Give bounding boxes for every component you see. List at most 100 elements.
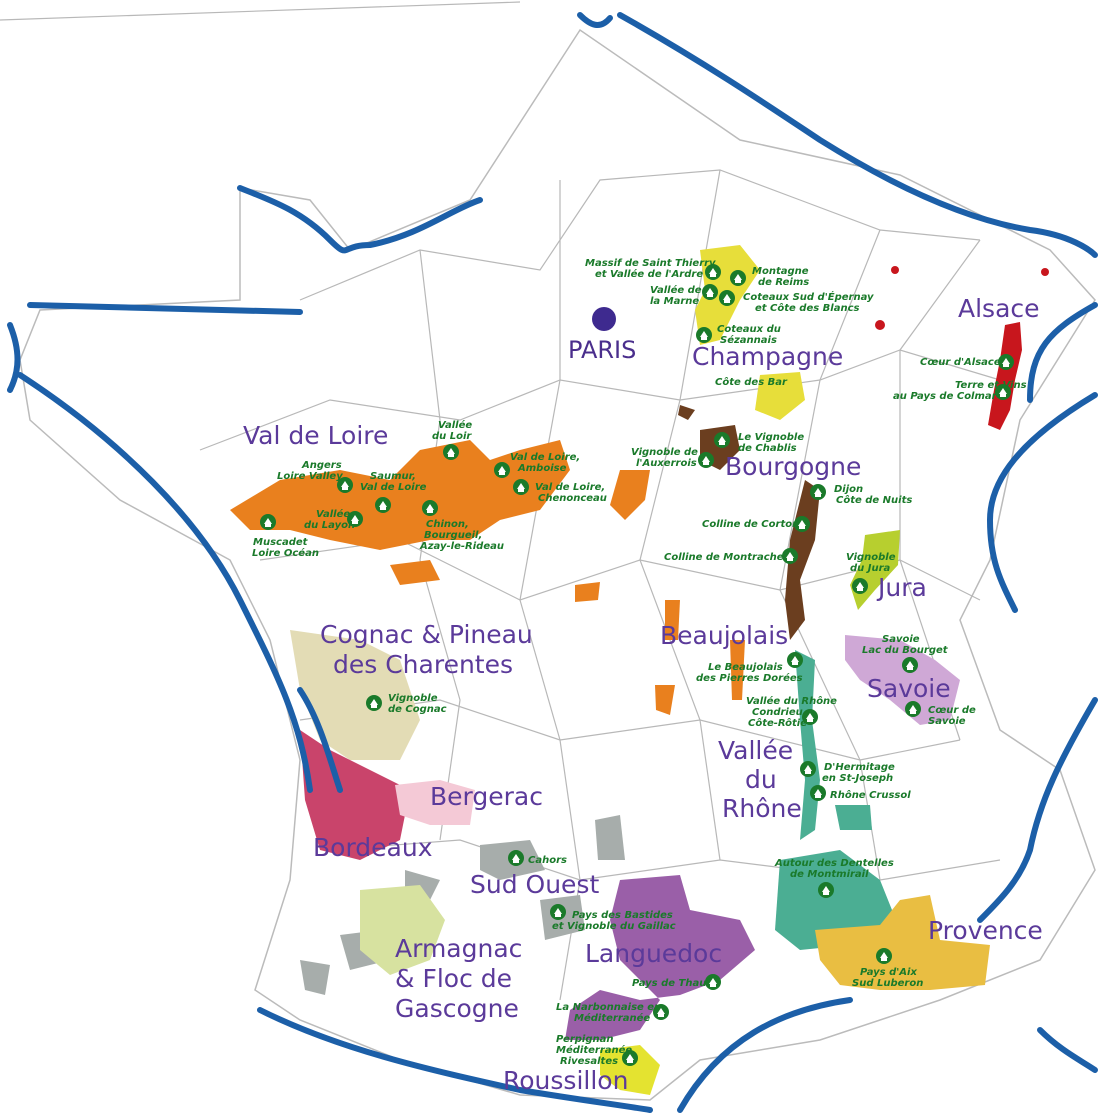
site-loire-4: Val de Loire,Amboise [510,452,580,474]
pin-icon [702,284,718,300]
pin-icon [347,511,363,527]
area-bergerac [395,780,475,825]
label-armagnac-2: & Floc de [395,964,512,993]
label-cognac-2: des Charentes [333,650,513,679]
site-alsace-1: Cœur d'Alsace [920,357,1001,368]
label-rhone-3: Rhône [722,794,802,823]
pin-icon [995,384,1011,400]
area-val-de-loire [230,440,570,550]
area-savoie [845,635,960,725]
pin-icon [730,270,746,286]
pin-icon [494,462,510,478]
label-bourgogne: Bourgogne [725,452,861,481]
paris-dot [592,307,616,331]
site-sudouest-1: Cahors [528,855,567,866]
area-cognac [290,630,420,760]
label-cognac-1: Cognac & Pineau [320,620,533,649]
pin-icon [794,516,810,532]
pin-icon [876,948,892,964]
label-champagne: Champagne [692,342,843,371]
area-bordeaux [300,730,410,860]
pin-icon [705,974,721,990]
label-savoie: Savoie [867,674,951,703]
pin-icon [719,290,735,306]
label-languedoc: Languedoc [585,939,722,968]
label-sud-ouest: Sud Ouest [470,870,599,899]
area-provence [815,895,990,990]
pin-icon [513,479,529,495]
area-alsace [988,322,1022,430]
label-bordeaux: Bordeaux [313,833,433,862]
pin-icon [622,1050,638,1066]
pin-icon [902,657,918,673]
pin-icon [550,904,566,920]
region-labels: Alsace Champagne Bourgogne Val de Loire … [243,294,1043,1095]
area-languedoc [565,875,755,1040]
site-bourgogne-5: Colline de Montrachet [664,552,790,563]
pin-icon [337,477,353,493]
pin-icon [905,701,921,717]
paris-label: PARIS [568,336,636,364]
pin-icon [698,452,714,468]
pin-icon [696,327,712,343]
label-jura: Jura [876,573,927,602]
site-champagne-6: Côte des Bar [715,376,788,388]
coastlines [7,12,1098,1113]
label-beaujolais: Beaujolais [660,621,788,650]
label-bergerac: Bergerac [430,782,543,811]
pin-icon [810,484,826,500]
pin-icon [800,761,816,777]
area-armagnac [360,885,445,975]
site-bourgogne-4: Colline de Corton [702,519,799,530]
pin-icon [810,785,826,801]
label-armagnac-3: Gascogne [395,994,519,1023]
frame-line [0,1,521,21]
pin-icon [802,709,818,725]
pin-icon [260,514,276,530]
site-loire-3: Saumur,Val de Loire [360,471,427,493]
site-loire-8: Chinon,Bourgueil,Azay-le-Rideau [419,519,504,552]
pin-icon [422,500,438,516]
pin-icon [998,354,1014,370]
pin-icon [508,850,524,866]
france-outline [19,28,1096,1101]
label-val-de-loire: Val de Loire [243,421,388,450]
pin-icon [852,578,868,594]
area-roussillon [600,1045,660,1095]
pin-icon [366,695,382,711]
pin-icon [443,444,459,460]
pin-icon [714,432,730,448]
label-rhone-2: du [745,765,777,794]
pin-icon [375,497,391,513]
label-armagnac-1: Armagnac [395,934,522,963]
label-alsace: Alsace [958,294,1040,323]
pin-icon [782,548,798,564]
wine-areas [230,245,1049,1095]
label-rhone-1: Vallée [718,736,793,765]
site-loire-5: Val de Loire,Chenonceau [535,482,607,504]
